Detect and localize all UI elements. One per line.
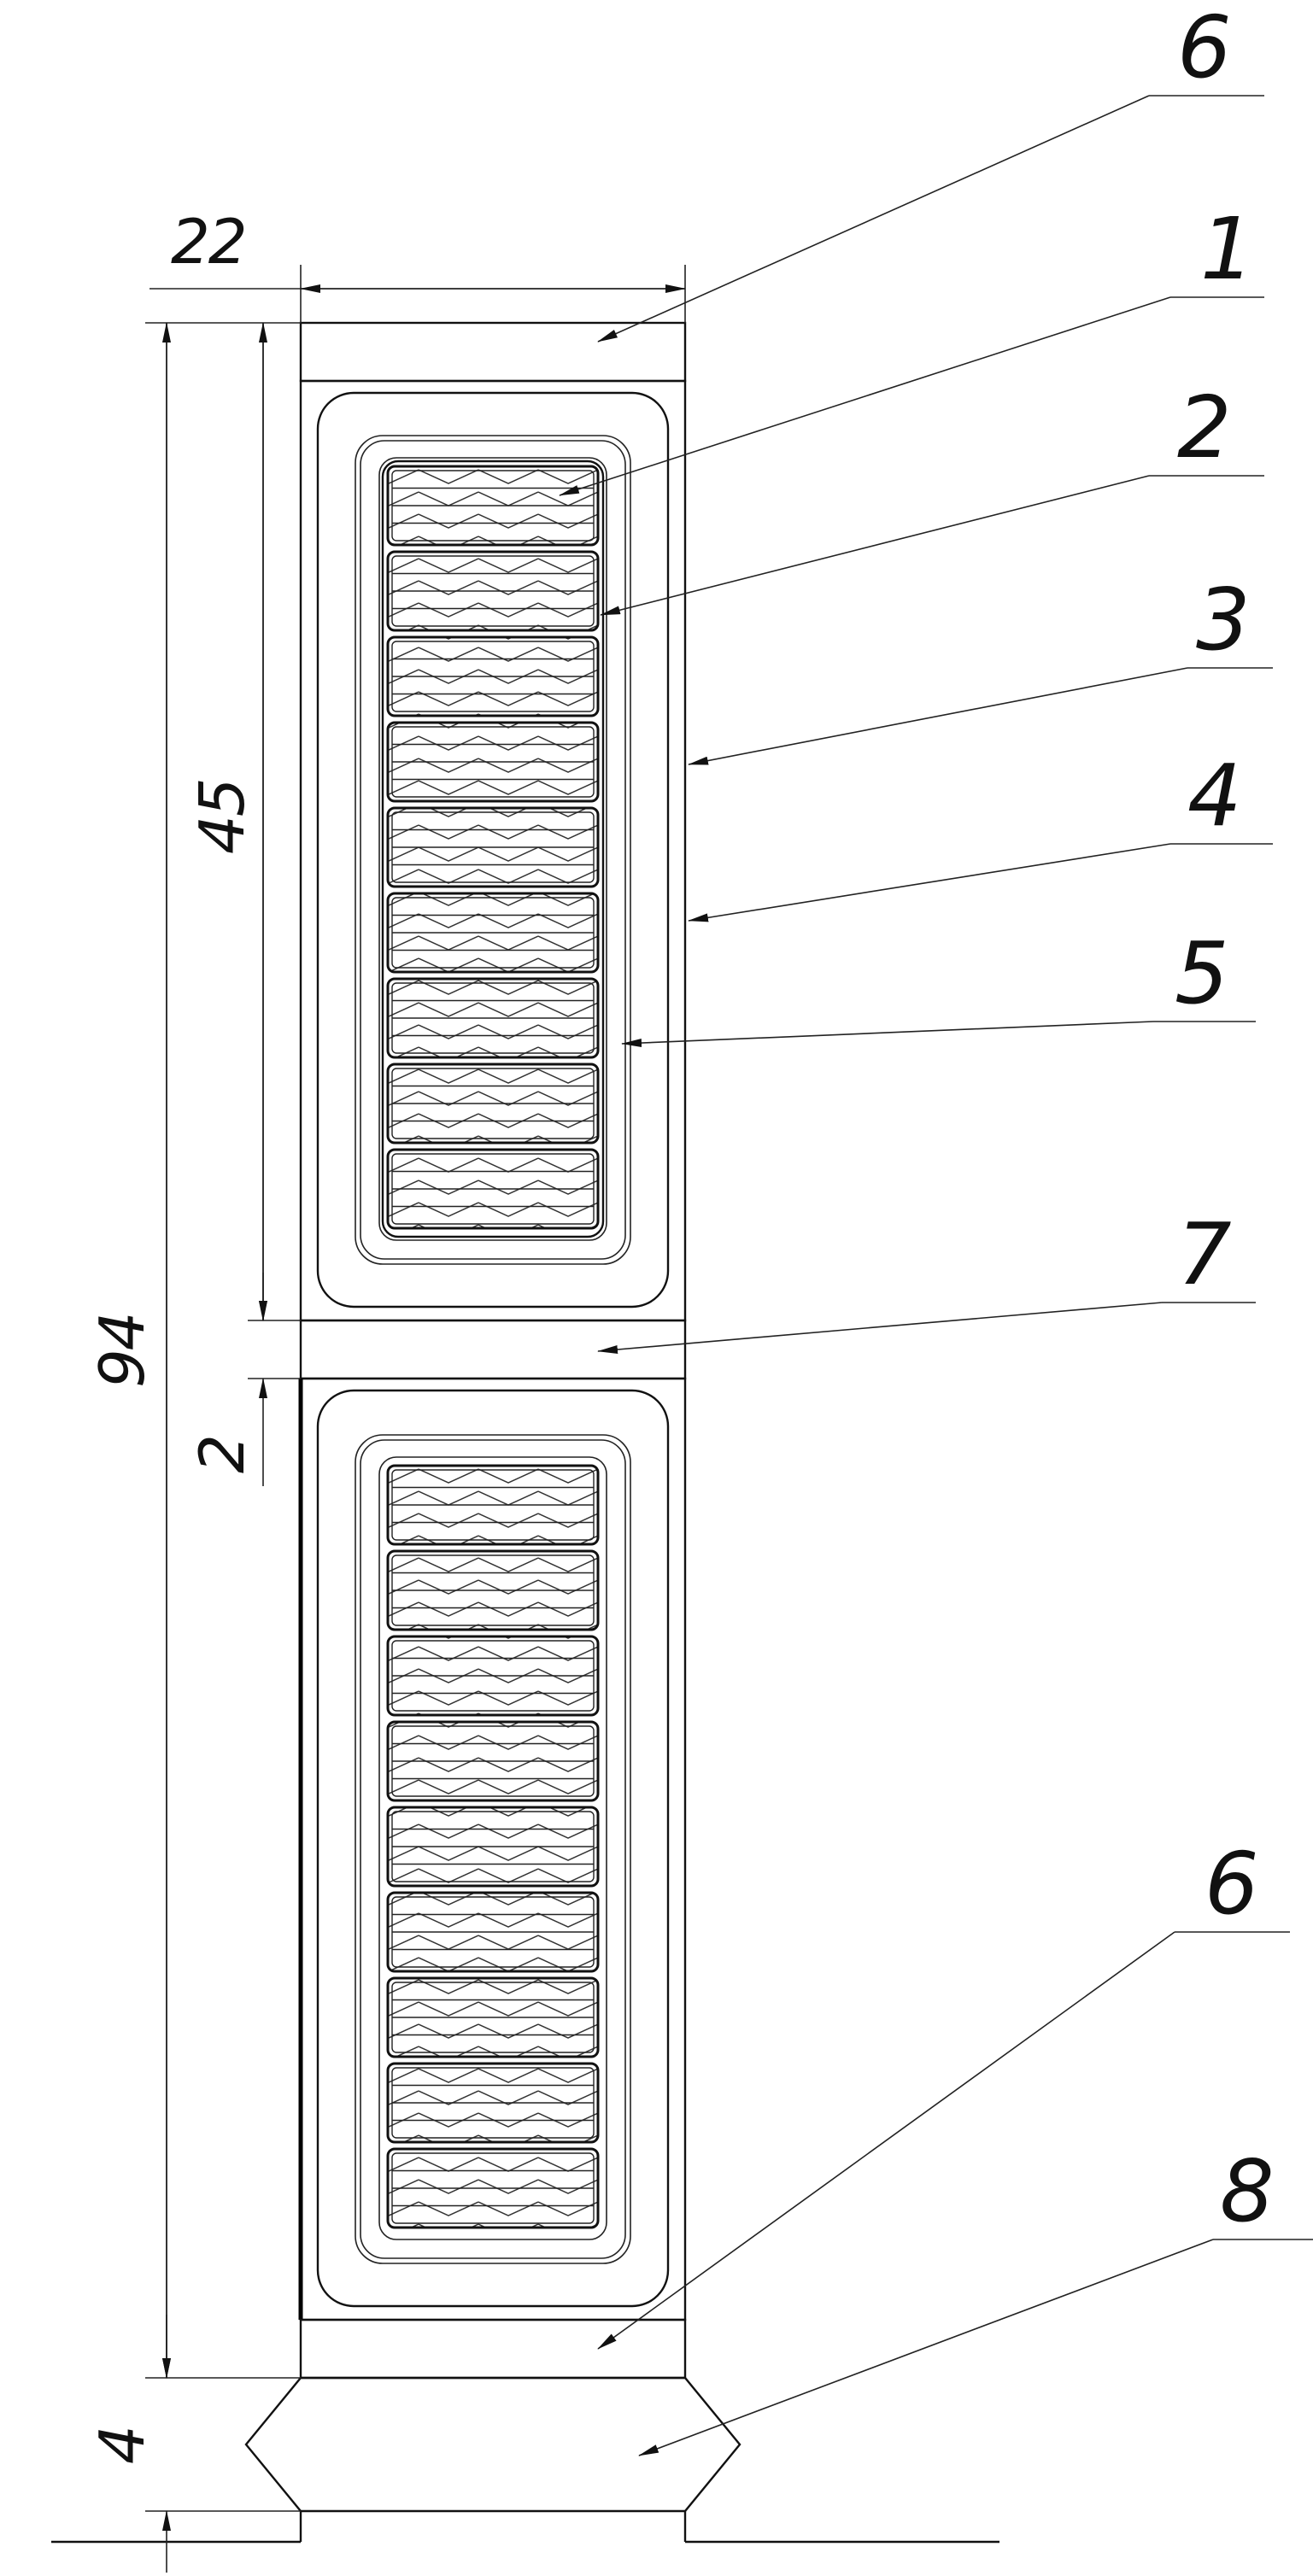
callout-6-bottom-label: 6 <box>1205 1834 1257 1934</box>
callout-6-bottom: 6 <box>597 1834 1290 2350</box>
conductor-bundle <box>386 1806 600 1888</box>
upper-coil <box>299 379 687 1322</box>
conductor-bundle <box>386 1549 600 1631</box>
callout-6-top: 6 <box>597 0 1264 342</box>
conductor-bundle <box>386 1635 600 1717</box>
upper-conductor-stack <box>386 465 600 1230</box>
callout-6-top-label: 6 <box>1177 0 1230 97</box>
base-block <box>51 2376 999 2544</box>
dim-total-height-label: 94 <box>86 1313 158 1388</box>
dim-coil-height-label: 45 <box>186 779 258 854</box>
dimension-coil-height: 45 <box>186 322 301 1321</box>
dimension-base-height: 4 <box>86 2315 301 2573</box>
callout-8: 8 <box>638 2141 1313 2456</box>
dim-width-label: 22 <box>171 206 246 278</box>
lower-coil <box>298 1377 687 2321</box>
conductor-bundle <box>386 465 600 547</box>
callout-3-label: 3 <box>1196 570 1249 670</box>
dimension-total-height: 94 <box>86 322 301 2379</box>
conductor-bundle <box>386 1976 600 2058</box>
dimension-width: 22 <box>149 206 686 323</box>
middle-spacer <box>299 1319 687 1380</box>
lower-conductor-stack <box>386 1464 600 2229</box>
conductor-bundle <box>386 2062 600 2144</box>
conductor-bundle <box>386 721 600 803</box>
callout-1: 1 <box>559 199 1264 496</box>
callout-5-label: 5 <box>1175 923 1228 1023</box>
bottom-spacer <box>299 2318 687 2380</box>
conductor-bundle <box>386 892 600 974</box>
callout-4: 4 <box>688 746 1273 922</box>
dim-spacer-gap-label: 2 <box>186 1436 258 1473</box>
conductor-bundle <box>386 806 600 888</box>
callout-1-label: 1 <box>1200 199 1253 299</box>
callout-7-label: 7 <box>1177 1204 1231 1304</box>
top-spacer <box>299 321 687 383</box>
callout-2: 2 <box>600 378 1264 616</box>
conductor-bundle <box>386 635 600 717</box>
conductor-bundle <box>386 977 600 1059</box>
callout-8-label: 8 <box>1220 2141 1273 2241</box>
callout-3: 3 <box>688 570 1273 765</box>
conductor-bundle <box>386 1063 600 1145</box>
dim-base-height-label: 4 <box>86 2427 158 2464</box>
callout-5: 5 <box>621 923 1256 1048</box>
dimension-spacer-gap: 2 <box>186 1273 301 1486</box>
conductor-bundle <box>386 1464 600 1546</box>
conductor-bundle <box>386 1148 600 1230</box>
conductor-bundle <box>386 2147 600 2229</box>
conductor-bundle <box>386 1891 600 1973</box>
callout-2-label: 2 <box>1177 378 1230 477</box>
callout-4-label: 4 <box>1187 746 1240 846</box>
callout-7: 7 <box>597 1204 1256 1355</box>
conductor-bundle <box>386 550 600 632</box>
conductor-bundle <box>386 1720 600 1802</box>
